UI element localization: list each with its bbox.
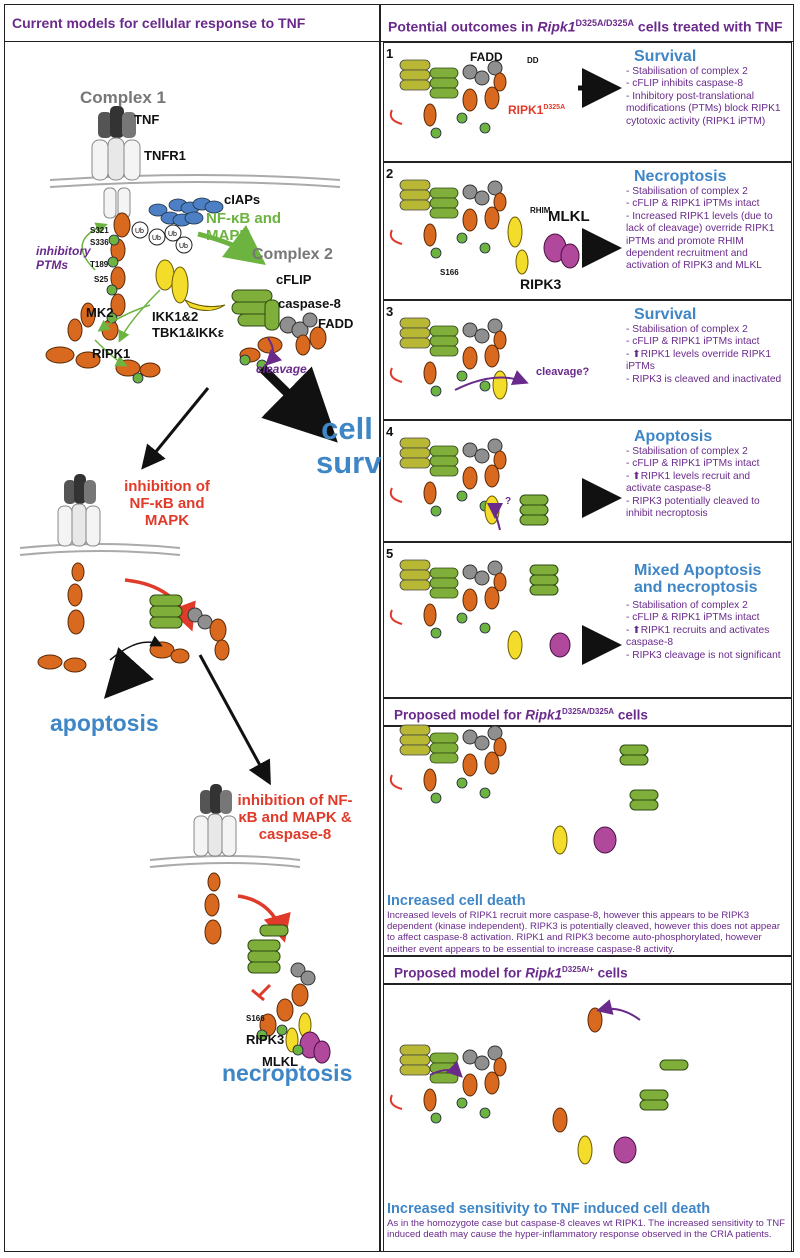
panel-5-number: 5 [386,546,394,561]
tnfr1-label: TNFR1 [144,148,186,163]
panel-cluster [389,59,507,139]
caspase8-label: caspase-8 [278,296,341,311]
panel-1-title: Survival [634,48,697,65]
arrow-to-apoptosis-path [141,387,210,470]
complex2-cluster [231,289,327,363]
panel-1-lines: - Stabilisation of complex 2- cFLIP inhi… [626,66,781,127]
panel-2-lines: - Stabilisation of complex 2- cFLIP & RI… [626,186,775,272]
tnf-label: TNF [134,112,160,127]
panel-3-title: Survival [634,306,697,323]
left-header: Current models for cellular response to … [4,4,380,42]
ripk1-complex1 [101,212,131,341]
phospho-sites-c1 [106,234,268,384]
panel2-rhim-label: RHIM [530,206,551,215]
arrow-to-survival [258,364,338,443]
complex2-label: Complex 2 [252,246,333,263]
column-divider [379,4,381,1252]
tnf-receptor-2 [57,474,101,635]
panel-5-lines: - Stabilisation of complex 2- cFLIP & RI… [626,600,781,661]
model-het-title: Increased sensitivity to TNF induced cel… [387,1201,711,1217]
tnf-receptor-1 [91,106,141,219]
nfkb-mapk-label: NF-κB and MAPK [206,210,282,244]
ciaps-label: cIAPs [224,192,261,207]
panel1-dd-label: DD [527,56,539,65]
fadd-label: FADD [318,316,354,331]
apoptosis-label: apoptosis [50,710,159,736]
inhibition2-label: inhibition of NF-κB and MAPK & caspase-8 [237,792,353,843]
ripk1-label: RIPK1 [92,346,131,361]
ubiquitin-chain [131,221,193,254]
svg-text:Ub: Ub [179,243,188,250]
panel-1-number: 1 [386,46,394,61]
model-hom-title: Increased cell death [387,893,526,909]
panel-2-number: 2 [386,166,394,181]
panel4-question-label: ? [505,496,512,507]
panel3-cleavage-label: cleavage? [536,366,590,378]
panel2-ripk3-label: RIPK3 [520,276,562,292]
inhibitory-ptms-label: inhibitory PTMs [36,244,91,272]
mk2 [67,302,96,342]
inhibition1-label: inhibition of NF-κB and MAPK [124,478,210,529]
nfkb-arrow [197,225,267,265]
panel2-s166-label: S166 [440,268,459,277]
panel-4-lines: - Stabilisation of complex 2- cFLIP & RI… [626,446,760,520]
ripk3-label: RIPK3 [246,1032,285,1047]
arrow-to-necroptosis-path [198,654,271,786]
tbk-label: TBK1&IKKε [152,325,224,340]
ikk-label: IKK1&2 [152,309,199,324]
panel-4-number: 4 [386,424,394,439]
model-hom-text: Increased levels of RIPK1 recruit more c… [387,910,781,955]
right-header: Potential outcomes in Ripk1D325A/D325A c… [380,4,794,42]
panel-3-lines: - Stabilisation of complex 2- cFLIP & RI… [626,324,782,385]
s25-label: S25 [94,275,109,284]
s166-label: S166 [246,1014,265,1023]
ikk-complex [155,259,226,311]
model-het-header: Proposed model for Ripk1D325A/+ cells [383,956,792,984]
model-hom-box [383,726,792,956]
s321-label: S321 [90,226,109,235]
panel1-fadd-label: FADD [470,50,503,64]
panel-4-title: Apoptosis [634,428,713,445]
ciaps [148,197,224,227]
panel-3-number: 3 [386,304,394,319]
panel1-ripk1-mutant-label: RIPK1D325A [508,103,566,117]
model-het-box [383,984,792,1252]
svg-text:Ub: Ub [168,231,177,238]
model-hom-header: Proposed model for Ripk1D325A/D325A cell… [383,698,792,726]
s336-label: S336 [90,238,109,247]
necroptosis-cluster [247,924,331,1064]
cleavage-label: cleavage [256,362,307,376]
panel-3 [383,300,792,420]
panel2-mlkl-label: MLKL [548,208,590,225]
panel-5-title: Mixed Apoptosis and necroptosis [634,562,762,596]
panel-2-title: Necroptosis [634,168,727,185]
apoptosis-cluster [37,594,230,699]
tnf-receptor-3 [193,784,237,945]
svg-text:Ub: Ub [135,228,144,235]
mk2-label: MK2 [86,305,114,320]
cflip-label: cFLIP [276,272,312,287]
svg-text:Ub: Ub [152,235,161,242]
model-het-text: As in the homozygote case but caspase-8 … [387,1218,785,1241]
t189-label: T189 [90,260,109,269]
mlkl-label: MLKL [262,1054,299,1069]
ripk1-fragments [45,346,161,378]
necroptosis-label: necroptosis [222,1060,353,1086]
complex1-label: Complex 1 [80,88,166,107]
